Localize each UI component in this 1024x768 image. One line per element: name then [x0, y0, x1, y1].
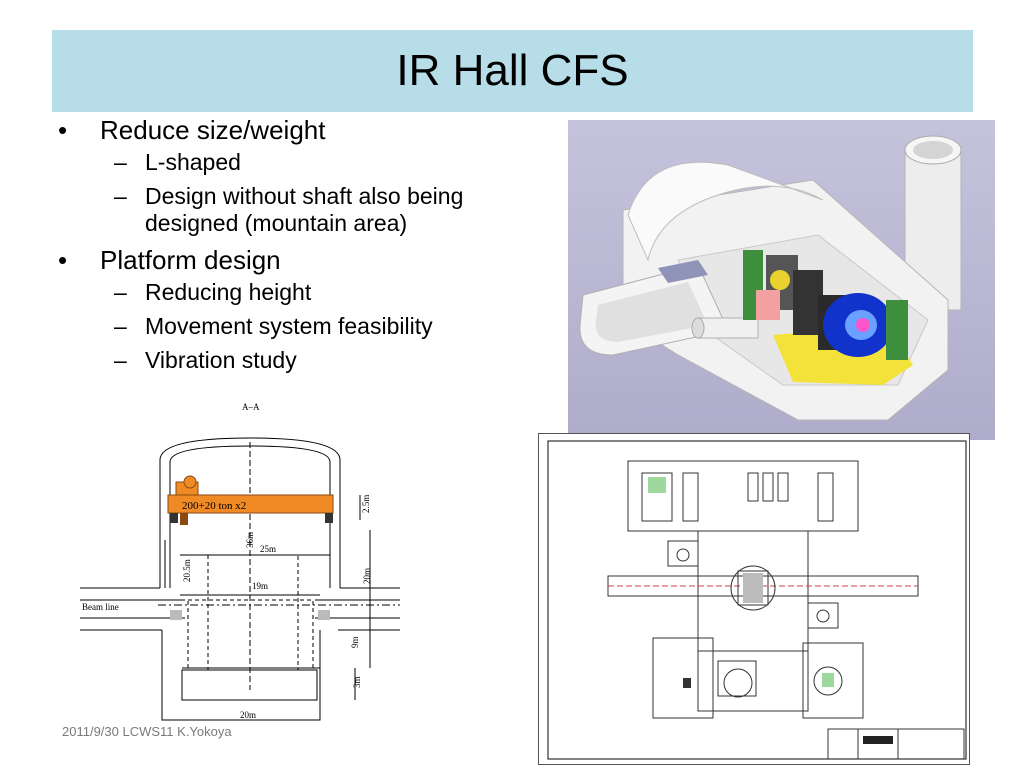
dim-3m: 3m — [352, 676, 362, 688]
sub-bullet-item: –L-shaped — [58, 149, 518, 176]
ir-hall-plan-drawing — [538, 433, 970, 765]
platform-label: 200+20 ton x2 — [182, 500, 246, 512]
dim-20-5m: 20.5m — [182, 559, 192, 582]
bullet-text: Reduce size/weight — [100, 115, 326, 145]
bullet-text: Platform design — [100, 245, 281, 275]
dash-icon: – — [114, 279, 127, 305]
sub-bullet-text: Vibration study — [145, 347, 297, 373]
sub-bullet-item: –Design without shaft also being designe… — [58, 183, 518, 237]
dim-20m-base: 20m — [240, 710, 256, 720]
title-bar: IR Hall CFS — [52, 30, 973, 112]
bullet-list: •Reduce size/weight –L-shaped –Design wi… — [58, 114, 518, 381]
dim-36m: 36m — [245, 532, 255, 548]
ir-hall-3d-render — [568, 120, 995, 440]
dash-icon: – — [114, 347, 127, 373]
dim-2-5m: 2.5m — [361, 495, 371, 513]
dash-icon: – — [114, 183, 127, 209]
dim-19m: 19m — [252, 581, 268, 591]
beam-line-label: Beam line — [82, 602, 119, 612]
sub-bullet-item: –Movement system feasibility — [58, 313, 518, 340]
bullet-item: • Platform design — [58, 244, 518, 276]
bullet-dot-icon: • — [58, 245, 68, 275]
sub-bullet-text: Reducing height — [145, 279, 312, 305]
slide-title: IR Hall CFS — [396, 46, 629, 95]
dim-25m: 25m — [260, 544, 276, 554]
sub-bullet-text: Movement system feasibility — [145, 313, 433, 339]
bullet-dot-icon: • — [58, 115, 68, 145]
footer-date-author: 2011/9/30 LCWS11 K.Yokoya — [62, 724, 232, 739]
sub-bullet-text: Design without shaft also being designed… — [145, 183, 464, 236]
dash-icon: – — [114, 313, 127, 339]
bullet-item: • Reduce size/weight — [58, 114, 518, 146]
ir-hall-cross-section: A–A 200+20 ton x2 Beam line 36m 25m 20.5… — [80, 402, 400, 721]
section-mark-label: A–A — [242, 402, 260, 412]
dim-9m: 9m — [350, 636, 360, 648]
sub-bullet-item: –Vibration study — [58, 347, 518, 374]
dim-20m-right: 20m — [362, 568, 372, 584]
sub-bullet-text: L-shaped — [145, 149, 241, 175]
dash-icon: – — [114, 149, 127, 175]
sub-bullet-item: –Reducing height — [58, 279, 518, 306]
